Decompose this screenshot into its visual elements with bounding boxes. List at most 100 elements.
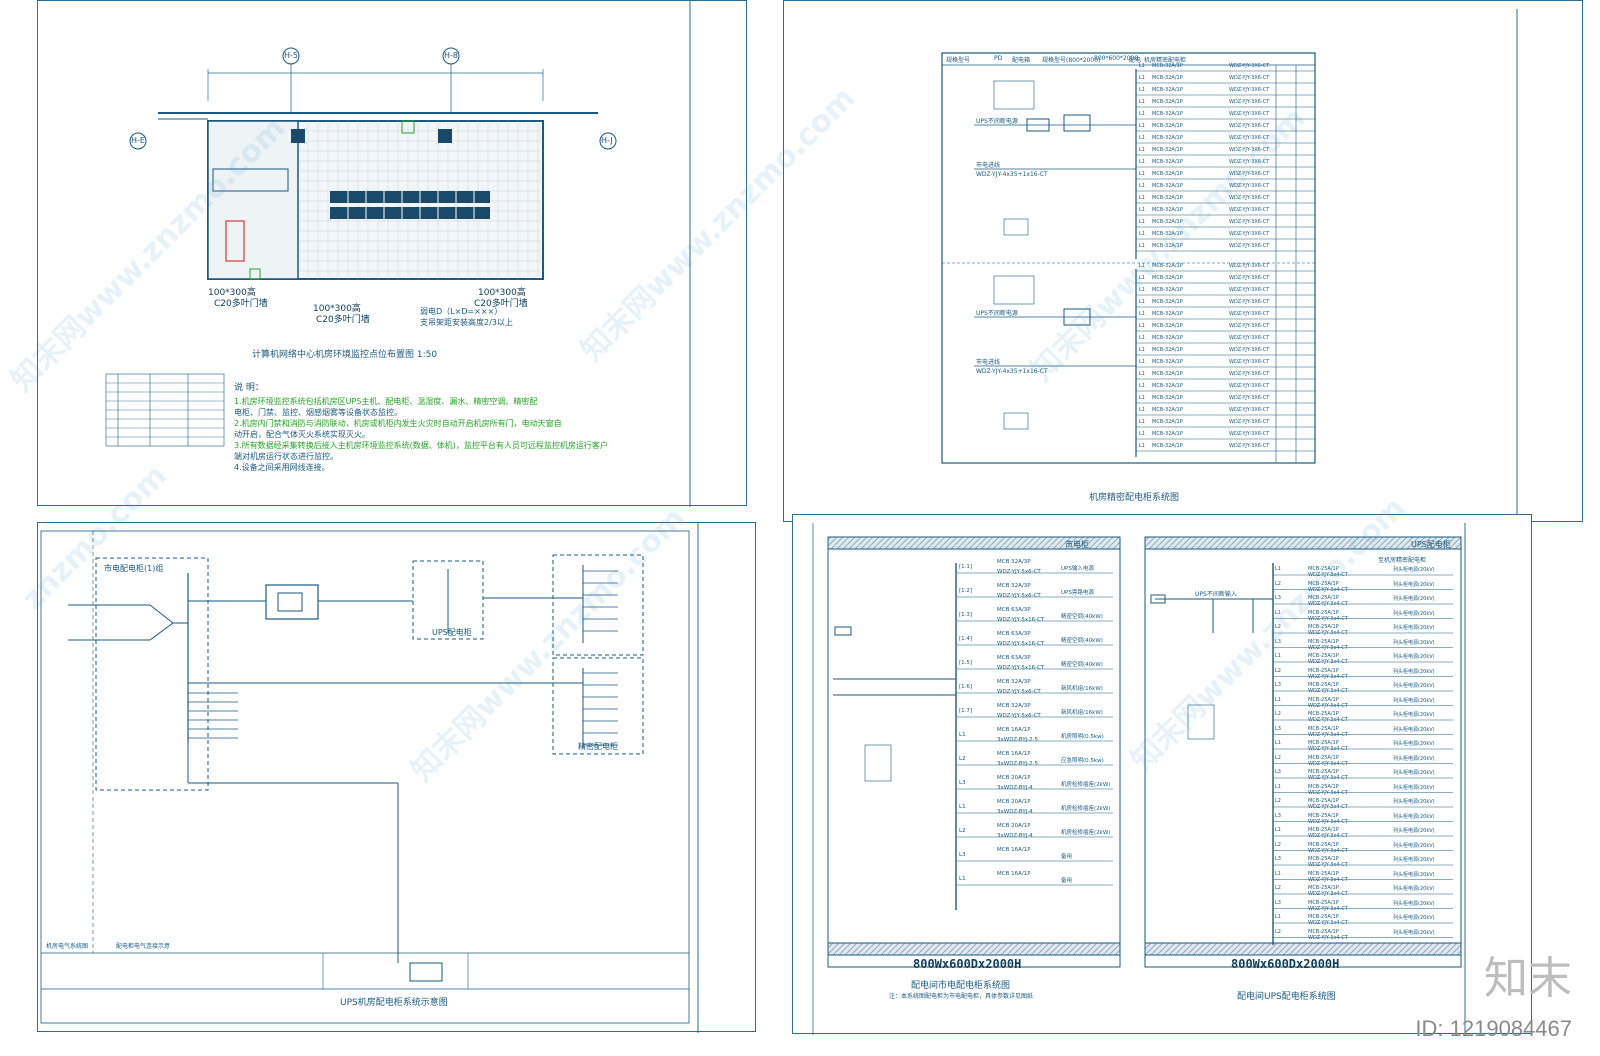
door-label: C20多叶门墙: [214, 299, 268, 309]
phase-label: L1: [1139, 323, 1145, 329]
mcb-label: MCB-32A/1P: [1152, 443, 1183, 449]
phase-label: L1: [1275, 653, 1281, 659]
load-label: 列头柜电源(20kV): [1393, 668, 1435, 675]
mcb-label: MCB-32A/1P: [1152, 311, 1183, 317]
load-label: 列头柜电源(20kV): [1393, 625, 1435, 631]
load-label: 新风机组(16kW): [1061, 686, 1103, 692]
cable-label: WDZ-YJY-3x4-CT: [1308, 659, 1348, 665]
mcb-label: MCB-32A/1P: [1152, 159, 1183, 165]
load-label: 备用: [1061, 878, 1073, 884]
load-label: 列头柜电源(20kV): [1393, 567, 1435, 573]
mcb-label: MCB-25A/1P: [1308, 798, 1339, 804]
note-line: 电柜、门禁、监控、烟感烟雾等设备状态监控。: [234, 408, 402, 417]
mcb-label: MCB-25A/1P: [1308, 566, 1339, 572]
cable-label: WDZ-YJY-5x6-CT: [997, 713, 1041, 719]
cable-label: WDZ-YJY-3X6-CT: [1229, 263, 1270, 269]
mcb-label: MCB 16A/1P: [997, 727, 1031, 733]
phase-label: L1: [1139, 243, 1145, 249]
phase-label: L1: [1139, 195, 1145, 201]
cable-label: WDZ-YJY-3X6-CT: [1229, 231, 1270, 237]
mcb-label: MCB-25A/1P: [1308, 827, 1339, 833]
cable-label: WDZ-YJY-3X6-CT: [1229, 359, 1270, 365]
load-label: 机房检修插座(2kW): [1061, 806, 1111, 812]
mcb-label: MCB-25A/1P: [1308, 653, 1339, 659]
cable-label: WDZ-YJY-3X6-CT: [1229, 195, 1270, 201]
phase-label: L1: [1275, 827, 1281, 833]
mcb-label: MCB-25A/1P: [1308, 711, 1339, 717]
cable-label: WDZ-YJY-3x4-CT: [1308, 630, 1348, 636]
phase-label: L2: [1275, 624, 1281, 630]
phase-label: L3: [1275, 638, 1281, 645]
load-label: 列头柜电源(20kV): [1393, 813, 1435, 820]
phase-label: L1: [1139, 207, 1145, 213]
cable-label: WDZ-YJY-3X6-CT: [1229, 383, 1270, 389]
mcb-label: MCB 20A/1P: [997, 775, 1031, 781]
axis-label: H-8: [444, 51, 458, 60]
cable-label: WDZ-YJY-3X6-CT: [1229, 111, 1270, 117]
load-label: 列头柜电源(20kV): [1393, 712, 1435, 718]
load-label: 列头柜电源(20kV): [1393, 639, 1435, 646]
phase-label: L1: [1139, 171, 1145, 177]
mcb-label: MCB 32A/3P: [997, 583, 1031, 589]
footnote: 注：本系统图配电柜为市电配电柜，具体参数详见图纸: [889, 993, 1034, 1000]
phase-label: L1: [1139, 219, 1145, 225]
phase-label: L1: [1139, 135, 1145, 141]
circuit-number: [1.5]: [959, 660, 973, 666]
cable-label: WDZ-YJY-3X6-CT: [1229, 287, 1270, 293]
mcb-label: MCB-32A/1P: [1152, 87, 1183, 93]
cabinet-header: UPS配电柜: [1411, 540, 1451, 549]
load-label: 精密空调(40kW): [1061, 662, 1103, 668]
load-label: 列头柜电源(20kV): [1393, 799, 1435, 805]
load-label: 列头柜电源(20kV): [1393, 741, 1435, 747]
floor-plan-sheet: H-5 H-8 H-E H-J 100*300高 C20多叶门墙 100*300…: [37, 0, 747, 507]
cable-label: WDZ-YJY-3X6-CT: [1229, 123, 1270, 129]
header-cell: 配电: [1129, 57, 1142, 64]
cable-label: WDZ-YJY-3X6-CT: [1229, 243, 1270, 249]
mcb-label: MCB-32A/1P: [1152, 275, 1183, 281]
mcb-label: MCB-25A/1P: [1308, 899, 1339, 906]
sheet-title: 计算机网络中心机房环境监控点位布置图 1:50: [252, 350, 438, 360]
load-label: 列头柜电源(20kV): [1393, 610, 1435, 617]
notes-heading: 说 明：: [234, 383, 264, 393]
cable-label: WDZ-YJY-3x4-CT: [1308, 862, 1348, 868]
mcb-label: MCB-25A/1P: [1308, 856, 1339, 862]
phase-label: L1: [1275, 566, 1281, 572]
cable-label: WDZ-YJY-5x6-CT: [997, 593, 1041, 599]
cable-label: WDZ-YJY-3x4-CT: [1308, 920, 1348, 926]
phase-label: L1: [1139, 371, 1145, 377]
mcb-label: MCB-32A/1P: [1152, 219, 1183, 225]
box-label: UPS配电柜: [432, 628, 472, 637]
cable-label: WDZ-YJY-3X6-CT: [1229, 335, 1270, 341]
cable-label: WDZ-YJY-3x4-CT: [1308, 789, 1348, 796]
load-label: 机房检修插座(2kW): [1061, 830, 1111, 836]
cable-label: WDZ-YJY-3x4-CT: [1308, 775, 1348, 781]
load-label: 列头柜电源(20kV): [1393, 900, 1435, 907]
cable-label: WDZ-YJY-3x4-CT: [1308, 586, 1348, 593]
phase-label: L1: [1139, 87, 1145, 93]
mcb-label: MCB-32A/1P: [1152, 419, 1183, 425]
header-cell: 规格型号(800*2000): [1042, 57, 1101, 64]
load-label: 列头柜电源(20kV): [1393, 683, 1435, 689]
load-label: 列头柜电源(20kV): [1393, 929, 1435, 936]
cable-label: WDZ-YJY-3x4-CT: [1308, 934, 1348, 941]
main-cable: WDZ-YJY-4x35+1x16-CT: [976, 171, 1048, 178]
mcb-label: MCB-25A/1P: [1308, 754, 1339, 761]
load-label: 列头柜电源(20kV): [1393, 581, 1435, 588]
cable-label: WDZ-YJY-3X6-CT: [1229, 323, 1270, 329]
mcb-label: MCB-32A/1P: [1152, 63, 1183, 69]
cabinet-size: 800Wx600Dx2000H: [1231, 957, 1340, 971]
note-line: 3.所有数据经采集转换后接入主机房环境监控系统(数据、体机)，监控平台有人员可远…: [234, 441, 608, 450]
bottom-label: 机房电气系统图: [46, 943, 89, 950]
phase-label: L1: [1275, 740, 1281, 746]
cable-label: WDZ-YJY-3x4-CT: [1308, 818, 1348, 825]
mcb-label: MCB-25A/1P: [1308, 696, 1339, 703]
sheet-title: 配电间市电配电柜系统图: [911, 981, 1011, 991]
cable-label: WDZ-YJY-5x6-CT: [997, 689, 1041, 695]
cabinets-drawing: [812, 523, 1466, 1035]
top-note: 至机房精密配电柜: [1378, 557, 1427, 564]
phase-label: L3: [1275, 899, 1281, 906]
mcb-label: MCB 16A/1P: [997, 751, 1031, 757]
mcb-label: MCB 63A/3P: [997, 655, 1031, 661]
cable-label: WDZ-YJY-3X6-CT: [1229, 219, 1270, 225]
phase-label: L1: [1139, 63, 1145, 69]
